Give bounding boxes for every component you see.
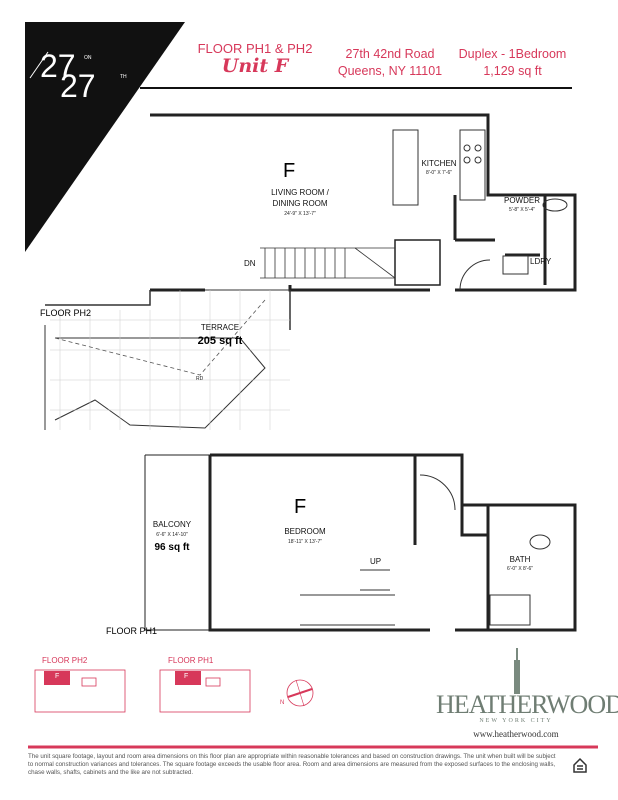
keyplan-ph2-label: FLOOR PH2 bbox=[42, 656, 88, 665]
bath-label: BATH bbox=[509, 555, 531, 564]
terrace-label: TERRACE bbox=[200, 323, 240, 332]
compass-icon bbox=[286, 679, 314, 707]
unit-letter-ph1: F bbox=[294, 496, 307, 518]
address-line1: 27th 42nd Road bbox=[345, 47, 435, 61]
disclaimer: The unit square footage, layout and room… bbox=[28, 753, 556, 776]
ph2-stairs bbox=[260, 247, 396, 279]
bedroom-label: BEDROOM bbox=[284, 527, 326, 536]
balcony-area: 96 sq ft bbox=[154, 542, 190, 553]
bath-dims: 6'-0" X 8'-6" bbox=[506, 566, 534, 572]
laundry-label: LDRY bbox=[530, 257, 552, 266]
keyplan-ph1-unit bbox=[175, 671, 201, 685]
ph1-walls bbox=[144, 453, 577, 632]
roof-drain-label: RD bbox=[196, 376, 204, 382]
kitchen-label: KITCHEN bbox=[421, 159, 457, 168]
terrace-outline bbox=[44, 290, 291, 430]
powder-label: POWDER bbox=[504, 196, 540, 205]
living-room-label: LIVING ROOM / bbox=[271, 188, 329, 197]
keyplan-ph1-label: FLOOR PH1 bbox=[168, 656, 214, 665]
unit-letter-ph2: F bbox=[283, 160, 296, 182]
brand-logo-2: 27 bbox=[60, 68, 96, 104]
dining-room-label: DINING ROOM bbox=[272, 199, 328, 208]
brand-logo: 27 bbox=[40, 48, 76, 84]
terrace-area: 205 sq ft bbox=[197, 335, 243, 347]
unit-summary: Duplex - 1Bedroom 1,129 sq ft bbox=[455, 46, 570, 80]
equal-housing-icon bbox=[573, 757, 587, 773]
tower-icon bbox=[514, 648, 520, 694]
bedroom-dims: 18'-11" X 13'-7" bbox=[288, 539, 322, 545]
developer-logo: HEATHERWOOD bbox=[436, 690, 618, 719]
developer-url[interactable]: www.heatherwood.com bbox=[473, 729, 559, 739]
keyplan-ph2-unit-letter: F bbox=[55, 673, 60, 680]
brand-triangle bbox=[25, 22, 185, 252]
ph2-fixtures bbox=[205, 129, 568, 291]
keyplan-ph1-unit-letter: F bbox=[184, 673, 189, 680]
floor-title: FLOOR PH1 & PH2 bbox=[197, 41, 313, 56]
balcony-dims: 6'-6" X 14'-10" bbox=[156, 532, 188, 538]
balcony-label: BALCONY bbox=[152, 520, 192, 529]
stairs-down-label: DN bbox=[244, 259, 256, 268]
unit-area: 1,129 sq ft bbox=[483, 64, 542, 78]
ph2-walls bbox=[150, 113, 577, 292]
kitchen-dims: 8'-0" X 7'-6" bbox=[425, 170, 453, 176]
brand-th: TH bbox=[120, 74, 127, 80]
floor-ph2-label: FLOOR PH2 bbox=[40, 308, 92, 318]
unit-type: Duplex - 1Bedroom bbox=[458, 47, 567, 61]
living-room-dims: 24'-9" X 13'-7" bbox=[284, 211, 316, 217]
floor-ph1-label: FLOOR PH1 bbox=[106, 626, 158, 636]
stairs-up-label: UP bbox=[370, 557, 382, 566]
north-label: N bbox=[280, 700, 285, 706]
developer-subtitle: NEW YORK CITY bbox=[479, 718, 553, 724]
unit-title: Unit F bbox=[221, 55, 289, 77]
keyplan-ph2-unit bbox=[44, 671, 70, 685]
ph1-fixtures bbox=[300, 474, 551, 626]
address-line2: Queens, NY 11101 bbox=[337, 64, 443, 78]
powder-dims: 5'-8" X 5'-4" bbox=[508, 207, 536, 213]
keyplans bbox=[34, 669, 251, 713]
brand-on: ON bbox=[84, 55, 92, 61]
